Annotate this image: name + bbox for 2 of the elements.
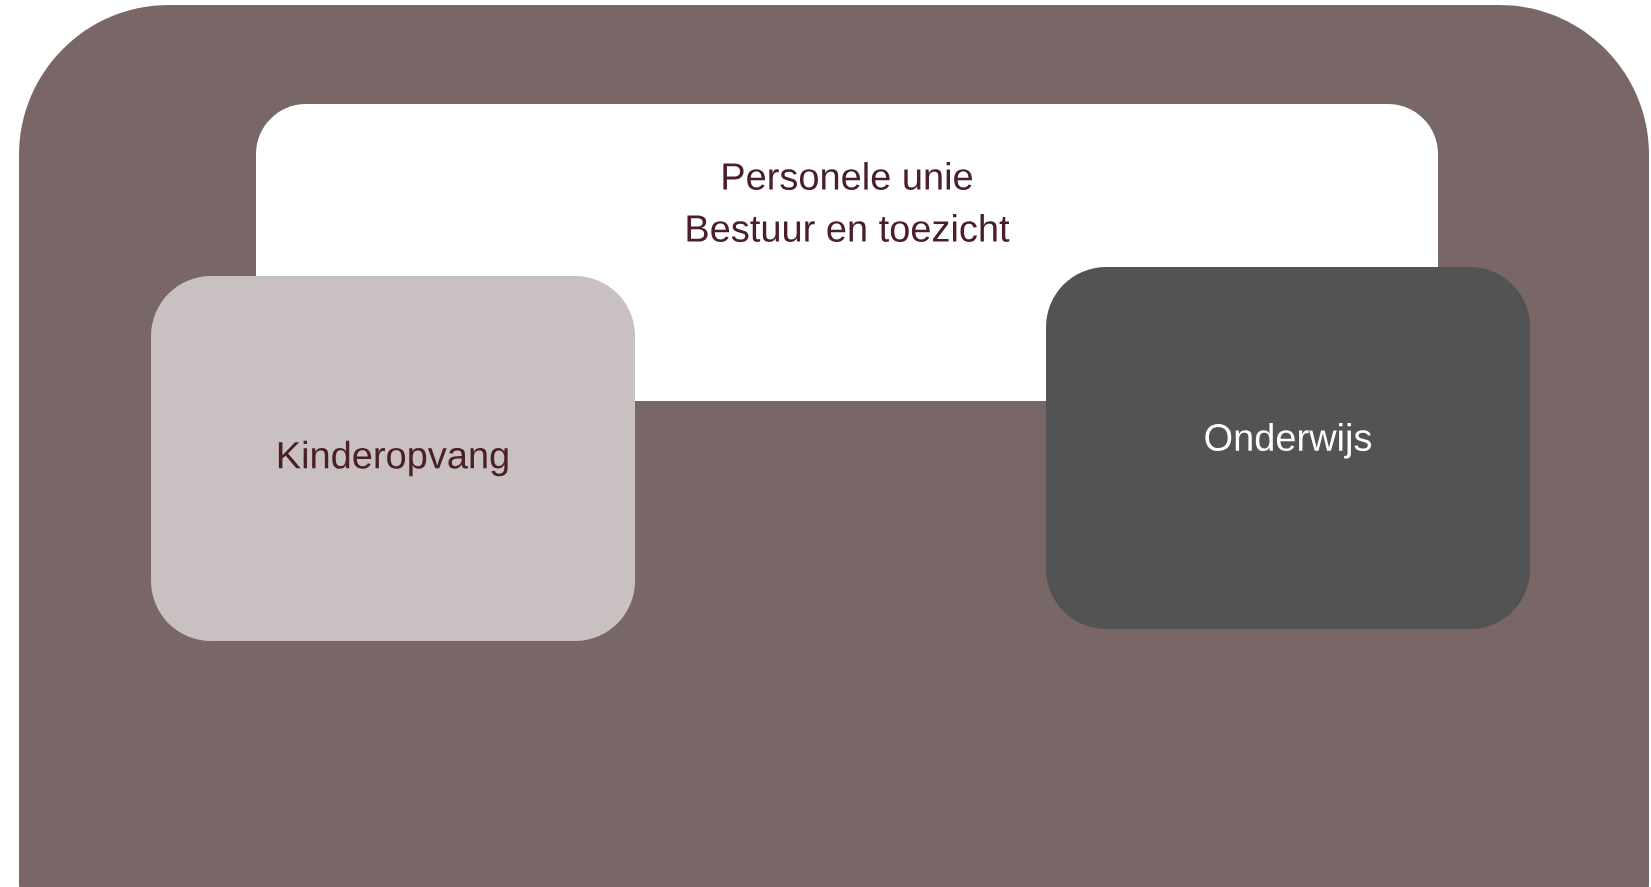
rounded-box: Onderwijs	[1046, 267, 1530, 629]
rounded-box: Kinderopvang	[151, 276, 635, 641]
